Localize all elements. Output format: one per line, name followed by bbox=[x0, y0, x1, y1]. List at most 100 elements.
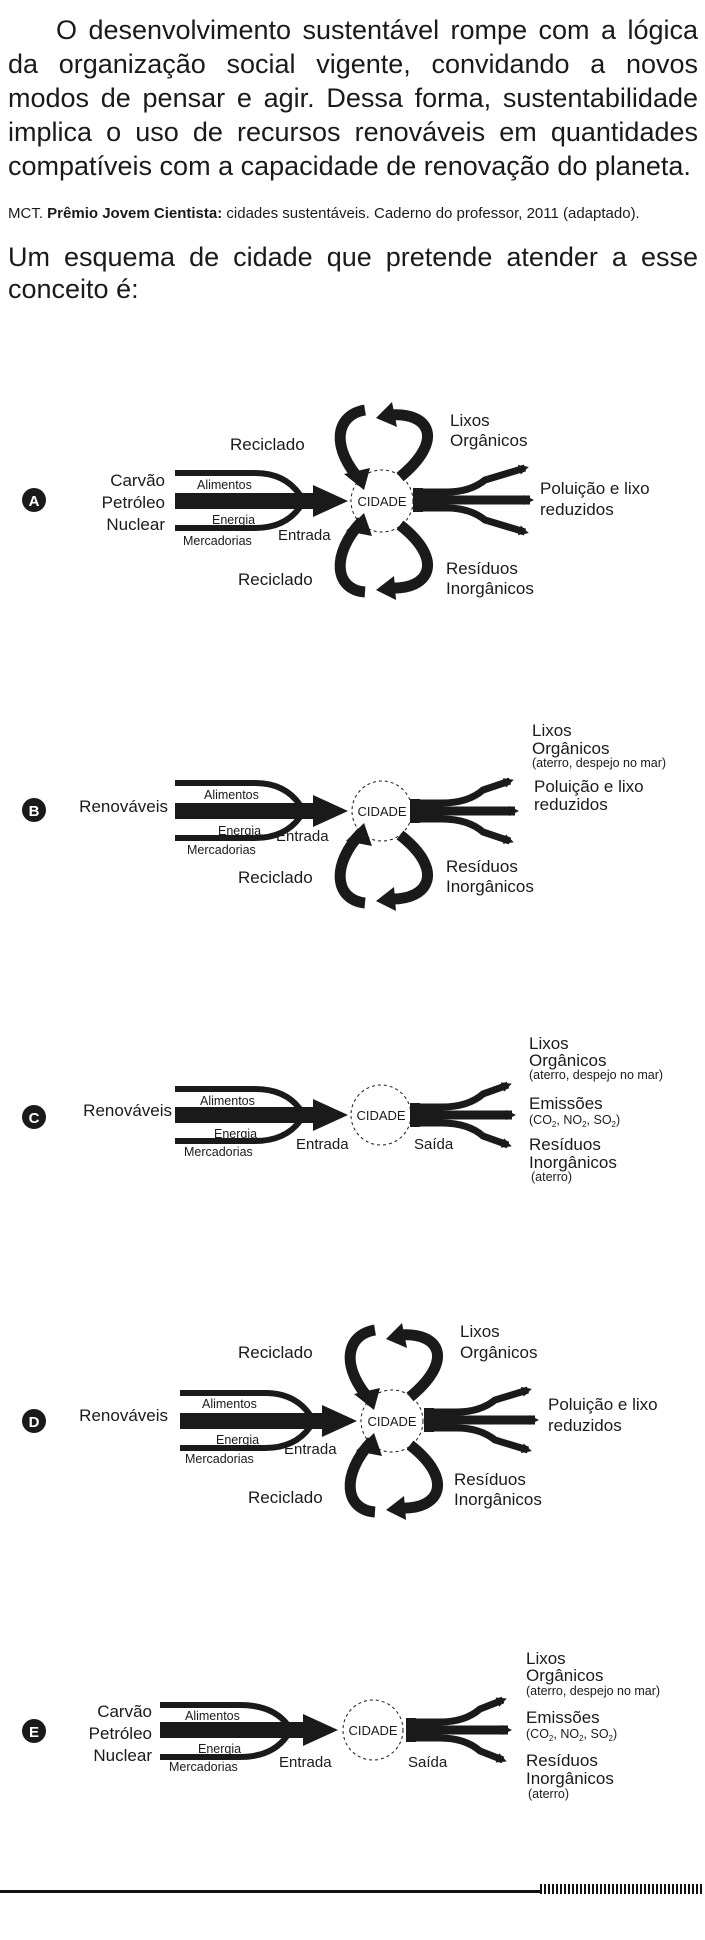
output-3-line1: Resíduos bbox=[526, 1751, 598, 1770]
label-mercadorias: Mercadorias bbox=[187, 843, 256, 857]
output-1-line1: Lixos bbox=[526, 1649, 566, 1668]
output-1-note: (aterro, despejo no mar) bbox=[529, 1068, 663, 1082]
output-3-line1: Resíduos bbox=[529, 1135, 601, 1154]
source-1: Renováveis bbox=[79, 797, 168, 816]
label-entrada: Entrada bbox=[279, 1754, 332, 1771]
label-energia: Energia bbox=[214, 1127, 257, 1141]
citation-rest: cidades sustentáveis. Caderno do profess… bbox=[226, 205, 640, 222]
output-2-line1: Poluição e lixo bbox=[534, 777, 644, 796]
label-mercadorias: Mercadorias bbox=[184, 1145, 253, 1159]
label-energia: Energia bbox=[216, 1433, 259, 1447]
label-reciclado-bottom: Reciclado bbox=[248, 1488, 323, 1507]
output-3-line2: Inorgânicos bbox=[526, 1769, 614, 1788]
label-entrada: Entrada bbox=[276, 828, 329, 845]
output-2-formula: (CO2, NO2, SO2) bbox=[529, 1113, 620, 1129]
output-2-line1: Emissões bbox=[526, 1708, 600, 1727]
output-2-line2: reduzidos bbox=[534, 795, 608, 814]
output-1-line1: Lixos bbox=[529, 1034, 569, 1053]
source-3: Nuclear bbox=[93, 1746, 152, 1765]
label-reciclado-bottom: Reciclado bbox=[238, 570, 313, 589]
option-b[interactable]: B Renováveis Alimentos Energia Mercadori… bbox=[0, 715, 705, 1015]
label-saida: Saída bbox=[414, 1136, 454, 1153]
option-c[interactable]: C Renováveis Alimentos Energia Mercadori… bbox=[0, 1025, 705, 1325]
loop-top-left bbox=[334, 404, 367, 486]
question-text: Um esquema de cidade que pretende atende… bbox=[8, 242, 698, 304]
source-1: Carvão bbox=[97, 1702, 152, 1721]
output-1-line2: Orgânicos bbox=[526, 1666, 603, 1685]
bottom-rule bbox=[0, 1890, 540, 1893]
label-energia: Energia bbox=[218, 824, 261, 838]
output-1-note: (aterro, despejo no mar) bbox=[532, 756, 666, 770]
bottom-output-1: Resíduos bbox=[446, 559, 518, 578]
source-1: Carvão bbox=[110, 471, 165, 490]
right-output-1: Poluição e lixo bbox=[548, 1395, 658, 1414]
citation-bold: Prêmio Jovem Cientista: bbox=[47, 205, 223, 222]
output-up bbox=[417, 464, 529, 496]
label-reciclado-top: Reciclado bbox=[230, 435, 305, 454]
option-e[interactable]: E Carvão Petróleo Nuclear Alimentos Ener… bbox=[0, 1640, 705, 1940]
city-label: CIDADE bbox=[357, 804, 406, 819]
option-c-letter: C bbox=[29, 1110, 40, 1127]
output-3-line2: Inorgânicos bbox=[529, 1153, 617, 1172]
label-alimentos: Alimentos bbox=[185, 1709, 240, 1723]
label-alimentos: Alimentos bbox=[204, 788, 259, 802]
option-b-marker[interactable] bbox=[22, 798, 46, 822]
bottom-output-1: Resíduos bbox=[454, 1470, 526, 1489]
source-2: Petróleo bbox=[89, 1724, 152, 1743]
top-output-2: Orgânicos bbox=[460, 1343, 537, 1362]
top-output-2: Orgânicos bbox=[450, 431, 527, 450]
option-d-marker[interactable] bbox=[22, 1409, 46, 1433]
top-output-1: Lixos bbox=[450, 411, 490, 430]
input-arrowhead bbox=[313, 485, 348, 517]
option-b-letter: B bbox=[29, 803, 40, 820]
city-label: CIDADE bbox=[357, 494, 406, 509]
label-entrada: Entrada bbox=[296, 1136, 349, 1153]
option-e-marker[interactable] bbox=[22, 1719, 46, 1743]
label-mercadorias: Mercadorias bbox=[183, 534, 252, 548]
label-entrada: Entrada bbox=[284, 1441, 337, 1458]
output-3-line2: Inorgânicos bbox=[446, 877, 534, 896]
citation: MCT. Prêmio Jovem Cientista: cidades sus… bbox=[8, 204, 698, 224]
option-c-marker[interactable] bbox=[22, 1105, 46, 1129]
input-branch-top bbox=[175, 470, 303, 497]
option-a-marker[interactable] bbox=[22, 488, 46, 512]
label-alimentos: Alimentos bbox=[197, 478, 252, 492]
bottom-output-2: Inorgânicos bbox=[446, 579, 534, 598]
bottom-hatch bbox=[540, 1884, 702, 1894]
source-1: Renováveis bbox=[83, 1101, 172, 1120]
output-1-line1: Lixos bbox=[532, 721, 572, 740]
city-label: CIDADE bbox=[348, 1723, 397, 1738]
output-down bbox=[417, 504, 529, 536]
label-alimentos: Alimentos bbox=[202, 1397, 257, 1411]
loop-top-right bbox=[389, 409, 433, 482]
source-2: Petróleo bbox=[102, 493, 165, 512]
label-reciclado-top: Reciclado bbox=[238, 1343, 313, 1362]
right-output-2: reduzidos bbox=[548, 1416, 622, 1435]
option-a[interactable]: A Carvão Petróleo Nuclear Alimentos Ener… bbox=[0, 400, 705, 700]
output-3-line1: Resíduos bbox=[446, 857, 518, 876]
output-1-note: (aterro, despejo no mar) bbox=[526, 1684, 660, 1698]
output-2-line1: Emissões bbox=[529, 1094, 603, 1113]
option-d[interactable]: D Renováveis Alimentos Energia Mercadori… bbox=[0, 1320, 705, 1620]
right-output-2: reduzidos bbox=[540, 500, 614, 519]
option-a-letter: A bbox=[29, 493, 40, 510]
option-d-letter: D bbox=[29, 1414, 40, 1431]
citation-prefix: MCT. bbox=[8, 205, 43, 222]
label-saida: Saída bbox=[408, 1754, 448, 1771]
output-2-formula: (CO2, NO2, SO2) bbox=[526, 1727, 617, 1743]
city-label: CIDADE bbox=[367, 1414, 416, 1429]
source-3: Nuclear bbox=[106, 515, 165, 534]
label-alimentos: Alimentos bbox=[200, 1094, 255, 1108]
output-3-note: (aterro) bbox=[531, 1170, 572, 1184]
label-mercadorias: Mercadorias bbox=[185, 1452, 254, 1466]
intro-paragraph: O desenvolvimento sustentável rompe com … bbox=[8, 15, 698, 181]
bottom-output-2: Inorgânicos bbox=[454, 1490, 542, 1509]
label-mercadorias: Mercadorias bbox=[169, 1760, 238, 1774]
input-branch-bottom bbox=[175, 505, 303, 531]
label-entrada: Entrada bbox=[278, 527, 331, 544]
output-1-line2: Orgânicos bbox=[532, 739, 609, 758]
input-main bbox=[175, 493, 315, 509]
option-e-letter: E bbox=[29, 1724, 39, 1741]
right-output-1: Poluição e lixo bbox=[540, 479, 650, 498]
label-energia: Energia bbox=[198, 1742, 241, 1756]
